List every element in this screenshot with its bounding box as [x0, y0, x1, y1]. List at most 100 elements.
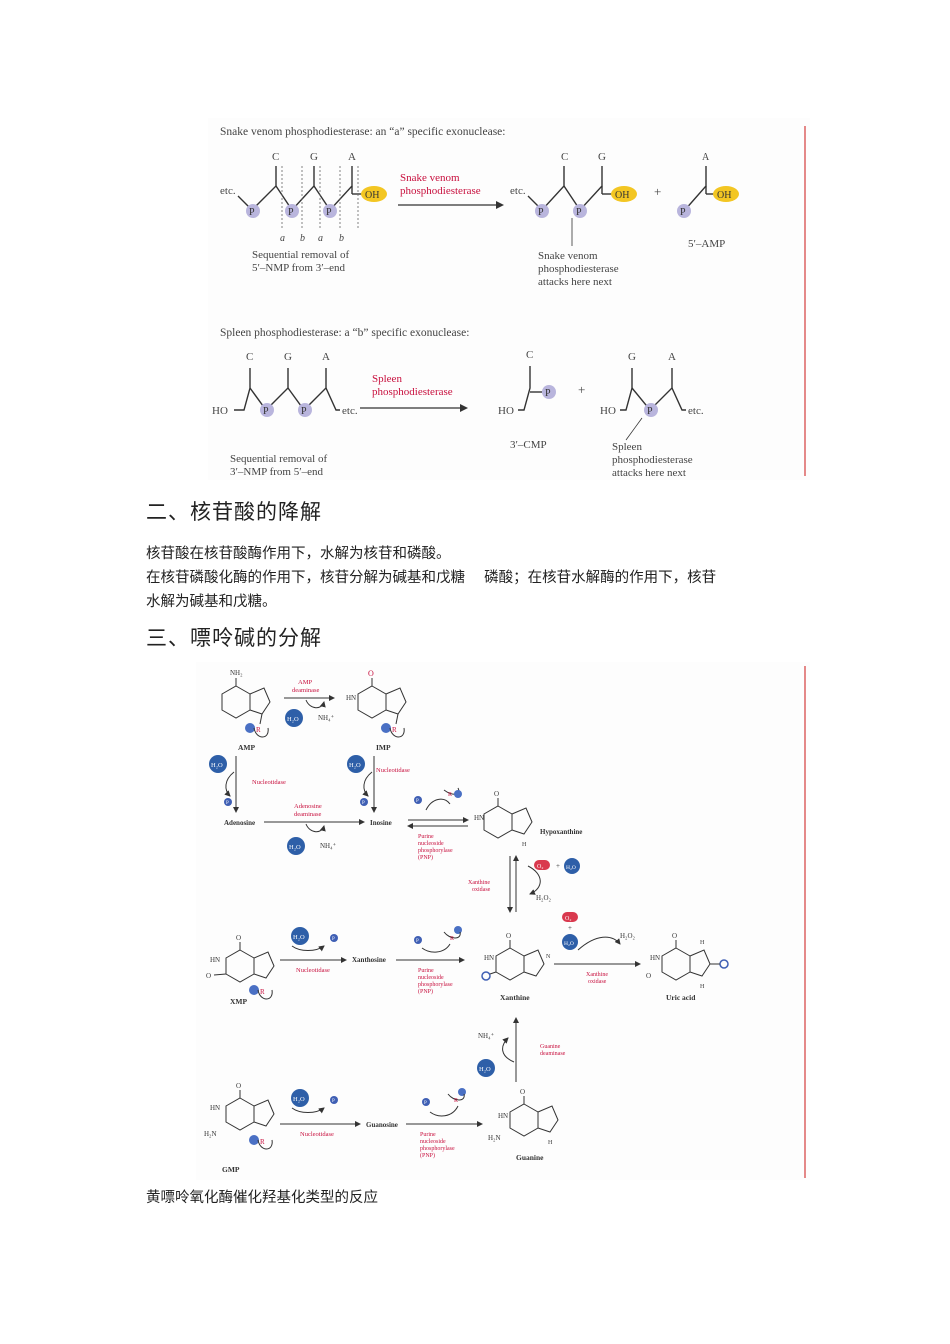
section-2-heading: 二、核苷酸的降解	[146, 500, 322, 524]
svg-text:H: H	[522, 842, 527, 848]
spleen-title: Spleen phosphodiesterase: a “b” specific…	[220, 327, 469, 339]
xmp-structure: O HN O R XMP	[206, 934, 275, 1006]
svg-text:A: A	[668, 351, 676, 363]
oh-terminus	[361, 186, 387, 202]
gmp-structure: O HN H₂N R GMP	[204, 1082, 275, 1174]
svg-text:P: P	[332, 937, 335, 942]
snake-enzyme-1: Snake venom	[400, 172, 460, 184]
svg-text:O: O	[236, 1082, 241, 1090]
svg-text:NH₂: NH₂	[230, 669, 243, 677]
svg-text:nucleoside: nucleoside	[418, 841, 444, 847]
svg-text:HN: HN	[346, 694, 356, 702]
svg-text:P: P	[226, 801, 229, 806]
svg-text:phosphorylase: phosphorylase	[418, 982, 453, 988]
svg-text:O: O	[206, 972, 211, 980]
svg-text:(PNP): (PNP)	[420, 1152, 435, 1159]
svg-text:HN: HN	[210, 1104, 220, 1112]
svg-text:Nucleotidase: Nucleotidase	[376, 767, 410, 774]
svg-text:oxidase: oxidase	[472, 887, 491, 893]
svg-text:+: +	[654, 184, 661, 199]
svg-text:P: P	[288, 207, 294, 218]
svg-text:phosphorylase: phosphorylase	[418, 848, 453, 854]
svg-text:AMP: AMP	[298, 679, 312, 686]
guanine-structure: O HN H₂N H Guanine	[488, 1088, 559, 1162]
purine-degradation-figure: NH₂ R AMP AMP deaminase H₂O NH₄⁺ O	[196, 662, 810, 1180]
amp-product-label: 5′–AMP	[688, 238, 725, 250]
svg-text:Purine: Purine	[418, 834, 434, 840]
svg-text:H₂O: H₂O	[211, 762, 223, 769]
svg-text:Nucleotidase: Nucleotidase	[252, 779, 286, 786]
amp-label: AMP	[238, 743, 255, 752]
svg-text:+: +	[556, 862, 560, 870]
svg-text:Nucleotidase: Nucleotidase	[300, 1131, 334, 1138]
svg-text:P: P	[362, 801, 365, 806]
svg-text:phosphodiesterase: phosphodiesterase	[612, 454, 693, 466]
svg-text:b: b	[300, 233, 305, 244]
svg-text:C: C	[561, 151, 568, 163]
phosphodiesterase-diagram: Snake venom phosphodiesterase: an “a” sp…	[212, 126, 806, 479]
svg-text:H₂O: H₂O	[293, 1096, 305, 1103]
body-line: 水解为碱基和戊糖。	[146, 594, 277, 610]
svg-text:G: G	[628, 351, 636, 363]
purine-degradation-diagram: NH₂ R AMP AMP deaminase H₂O NH₄⁺ O	[204, 666, 806, 1178]
snake-removal-2: 5′–NMP from 3′–end	[252, 262, 346, 274]
svg-text:R: R	[256, 726, 261, 734]
svg-text:a: a	[280, 233, 285, 244]
svg-text:P: P	[326, 207, 332, 218]
svg-text:NH₄⁺: NH₄⁺	[478, 1032, 495, 1040]
svg-text:HN: HN	[484, 954, 494, 962]
hypoxanthine-label: Hypoxanthine	[540, 828, 582, 836]
section-2-body: 核苷酸在核苷酸酶作用下，水解为核苷和磷酸。 在核苷磷酸化酶的作用下，核苷分解为碱…	[146, 542, 810, 614]
imp-structure: O HN R IMP	[346, 669, 407, 752]
svg-text:H₂O: H₂O	[479, 1066, 491, 1073]
svg-text:C: C	[246, 351, 253, 363]
section-3-heading: 三、嘌呤碱的分解	[146, 626, 322, 650]
svg-text:H₂O: H₂O	[289, 844, 301, 851]
svg-text:P: P	[301, 406, 307, 417]
svg-text:Adenosine: Adenosine	[294, 803, 322, 810]
svg-text:etc.: etc.	[510, 185, 526, 197]
xanthosine-label: Xanthosine	[352, 956, 386, 964]
gmp-label: GMP	[222, 1165, 240, 1174]
svg-text:H: H	[548, 1140, 553, 1146]
svg-text:A: A	[702, 152, 710, 163]
svg-text:Xanthine: Xanthine	[468, 880, 490, 886]
svg-text:H₂O: H₂O	[349, 762, 361, 769]
svg-text:oxidase: oxidase	[588, 979, 607, 985]
svg-text:P: P	[249, 207, 255, 218]
svg-text:O: O	[368, 669, 374, 678]
svg-text:nucleoside: nucleoside	[420, 1139, 446, 1145]
svg-text:H₂O₂: H₂O₂	[536, 894, 552, 902]
svg-text:3′–NMP from 5′–end: 3′–NMP from 5′–end	[230, 466, 324, 478]
svg-text:R: R	[448, 792, 452, 798]
phosphodiesterase-figure: Snake venom phosphodiesterase: an “a” sp…	[208, 118, 810, 480]
snake-title: Snake venom phosphodiesterase: an “a” sp…	[220, 126, 505, 138]
svg-text:R: R	[454, 1098, 458, 1104]
svg-text:HN: HN	[474, 814, 484, 822]
hypoxanthine-structure: O HN H Hypoxanthine	[474, 790, 582, 848]
figure-caption: 黄嘌呤氧化酶催化羟基化类型的反应	[146, 1190, 378, 1206]
svg-text:NH₄⁺: NH₄⁺	[320, 842, 337, 850]
svg-text:P: P	[424, 1101, 427, 1106]
snake-base-g: G	[310, 151, 318, 163]
svg-text:HN: HN	[650, 954, 660, 962]
adenosine-label: Adenosine	[224, 819, 255, 827]
svg-text:N: N	[546, 954, 551, 960]
svg-text:deaminase: deaminase	[294, 811, 322, 818]
svg-text:NH₄⁺: NH₄⁺	[318, 714, 335, 722]
svg-text:Spleen: Spleen	[372, 373, 402, 385]
uric-acid-structure: O HN O H H Uric acid	[646, 932, 729, 1002]
svg-text:Purine: Purine	[418, 968, 434, 974]
phosphate-circle	[285, 204, 299, 218]
svg-text:P: P	[647, 406, 653, 417]
svg-text:phosphodiesterase: phosphodiesterase	[372, 386, 453, 398]
svg-text:A: A	[322, 351, 330, 363]
svg-text:C: C	[526, 349, 533, 361]
guanine-label: Guanine	[516, 1153, 544, 1162]
svg-text:etc.: etc.	[688, 405, 704, 417]
svg-text:R: R	[392, 726, 397, 734]
svg-text:H: H	[700, 984, 705, 990]
svg-text:phosphorylase: phosphorylase	[420, 1146, 455, 1152]
phosphate-circle	[323, 204, 337, 218]
